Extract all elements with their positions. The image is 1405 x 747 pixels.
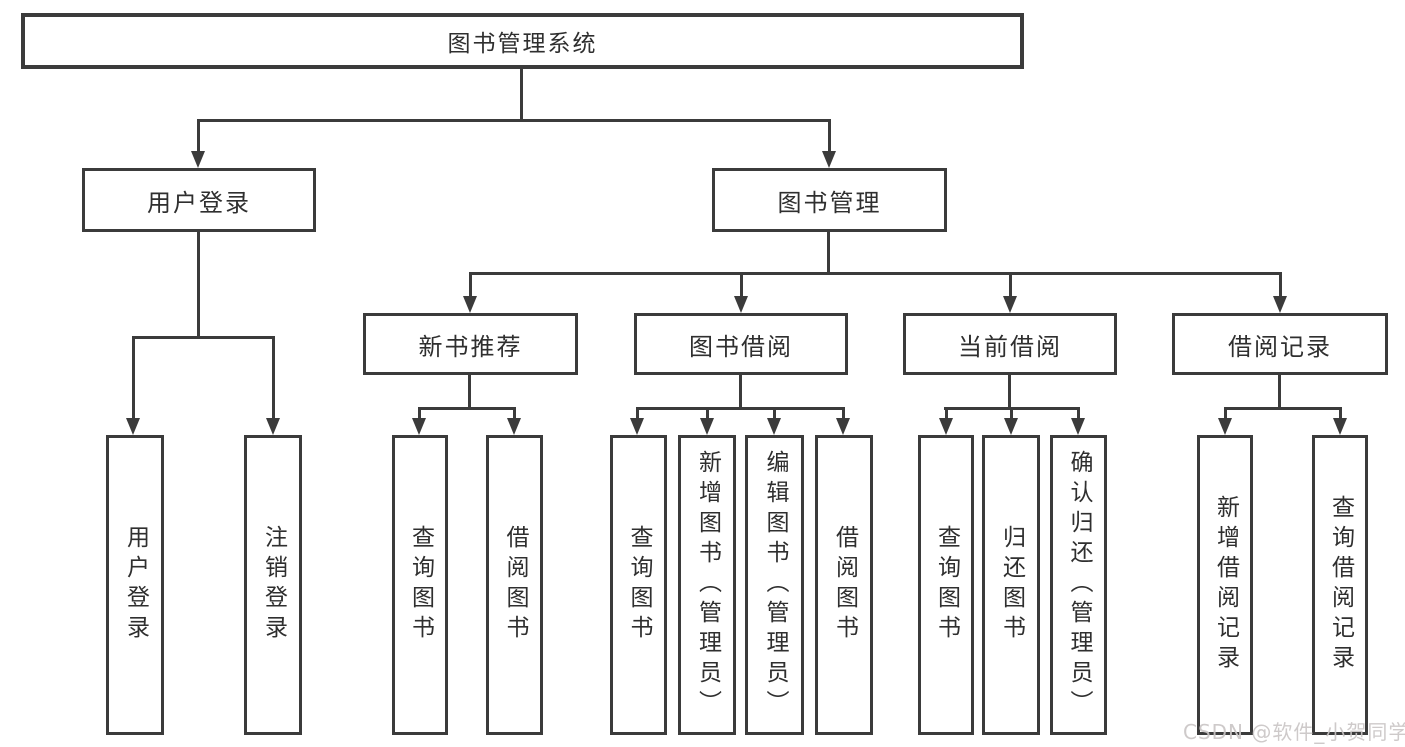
connector-current-borrow-stem: [1008, 375, 1011, 407]
leaf-confirm-return-admin: 确认归还（管理员）: [1050, 435, 1107, 735]
leaf-logout: 注销登录: [244, 435, 302, 735]
connector-book-borrow-stem: [739, 375, 742, 407]
connector-user-login-arrow-2: [266, 336, 280, 435]
node-borrow-record: 借阅记录: [1172, 313, 1388, 375]
leaf-query-borrow-record: 查询借阅记录: [1312, 435, 1368, 735]
leaf-query-books-borrow: 查询图书: [610, 435, 667, 735]
csdn-watermark: CSDN @软件_小贺同学: [1183, 720, 1405, 744]
connector-book-management-arrow-3: [1003, 272, 1017, 313]
connector-book-management-rail: [469, 272, 1281, 275]
connector-root-arrow-book-management: [822, 119, 836, 168]
connector-new-book-rail: [418, 407, 515, 410]
connector-book-borrow-arrow-2: [700, 407, 714, 435]
connector-current-borrow-arrow-1: [939, 407, 953, 435]
leaf-borrow-books-recommend: 借阅图书: [486, 435, 543, 735]
connector-book-borrow-arrow-4: [836, 407, 850, 435]
connector-root-arrow-user-login: [191, 119, 205, 168]
connector-root-rail: [197, 119, 831, 122]
connector-book-borrow-arrow-1: [630, 407, 644, 435]
connector-root-stem: [520, 69, 523, 120]
leaf-borrow-books: 借阅图书: [815, 435, 873, 735]
connector-current-borrow-arrow-2: [1004, 407, 1018, 435]
leaf-user-login: 用户登录: [106, 435, 164, 735]
leaf-query-books-recommend: 查询图书: [392, 435, 448, 735]
leaf-edit-book-admin: 编辑图书（管理员）: [745, 435, 804, 735]
connector-borrow-record-arrow-1: [1218, 407, 1232, 435]
node-book-management: 图书管理: [712, 168, 947, 232]
leaf-return-book: 归还图书: [982, 435, 1040, 735]
connector-new-book-stem: [468, 375, 471, 407]
leaf-query-books-current: 查询图书: [918, 435, 974, 735]
node-user-login: 用户登录: [82, 168, 316, 232]
connector-borrow-record-arrow-2: [1333, 407, 1347, 435]
leaf-add-book-admin: 新增图书（管理员）: [678, 435, 736, 735]
node-new-book-recommend: 新书推荐: [363, 313, 578, 375]
connector-borrow-record-stem: [1278, 375, 1281, 407]
connector-new-book-arrow-2: [507, 407, 521, 435]
node-root: 图书管理系统: [21, 13, 1024, 69]
connector-user-login-rail: [132, 336, 275, 339]
connector-current-borrow-arrow-3: [1071, 407, 1085, 435]
connector-book-management-arrow-2: [734, 272, 748, 313]
node-current-borrow: 当前借阅: [903, 313, 1117, 375]
connector-book-borrow-arrow-3: [767, 407, 781, 435]
connector-borrow-record-rail: [1224, 407, 1341, 410]
connector-user-login-stem: [197, 232, 200, 336]
connector-book-management-arrow-4: [1273, 272, 1287, 313]
connector-user-login-arrow-1: [126, 336, 140, 435]
connector-book-management-arrow-1: [463, 272, 477, 313]
connector-new-book-arrow-1: [412, 407, 426, 435]
connector-book-borrow-rail: [636, 407, 843, 410]
connector-book-management-stem: [827, 232, 830, 272]
leaf-add-borrow-record: 新增借阅记录: [1197, 435, 1253, 735]
node-book-borrow: 图书借阅: [634, 313, 848, 375]
